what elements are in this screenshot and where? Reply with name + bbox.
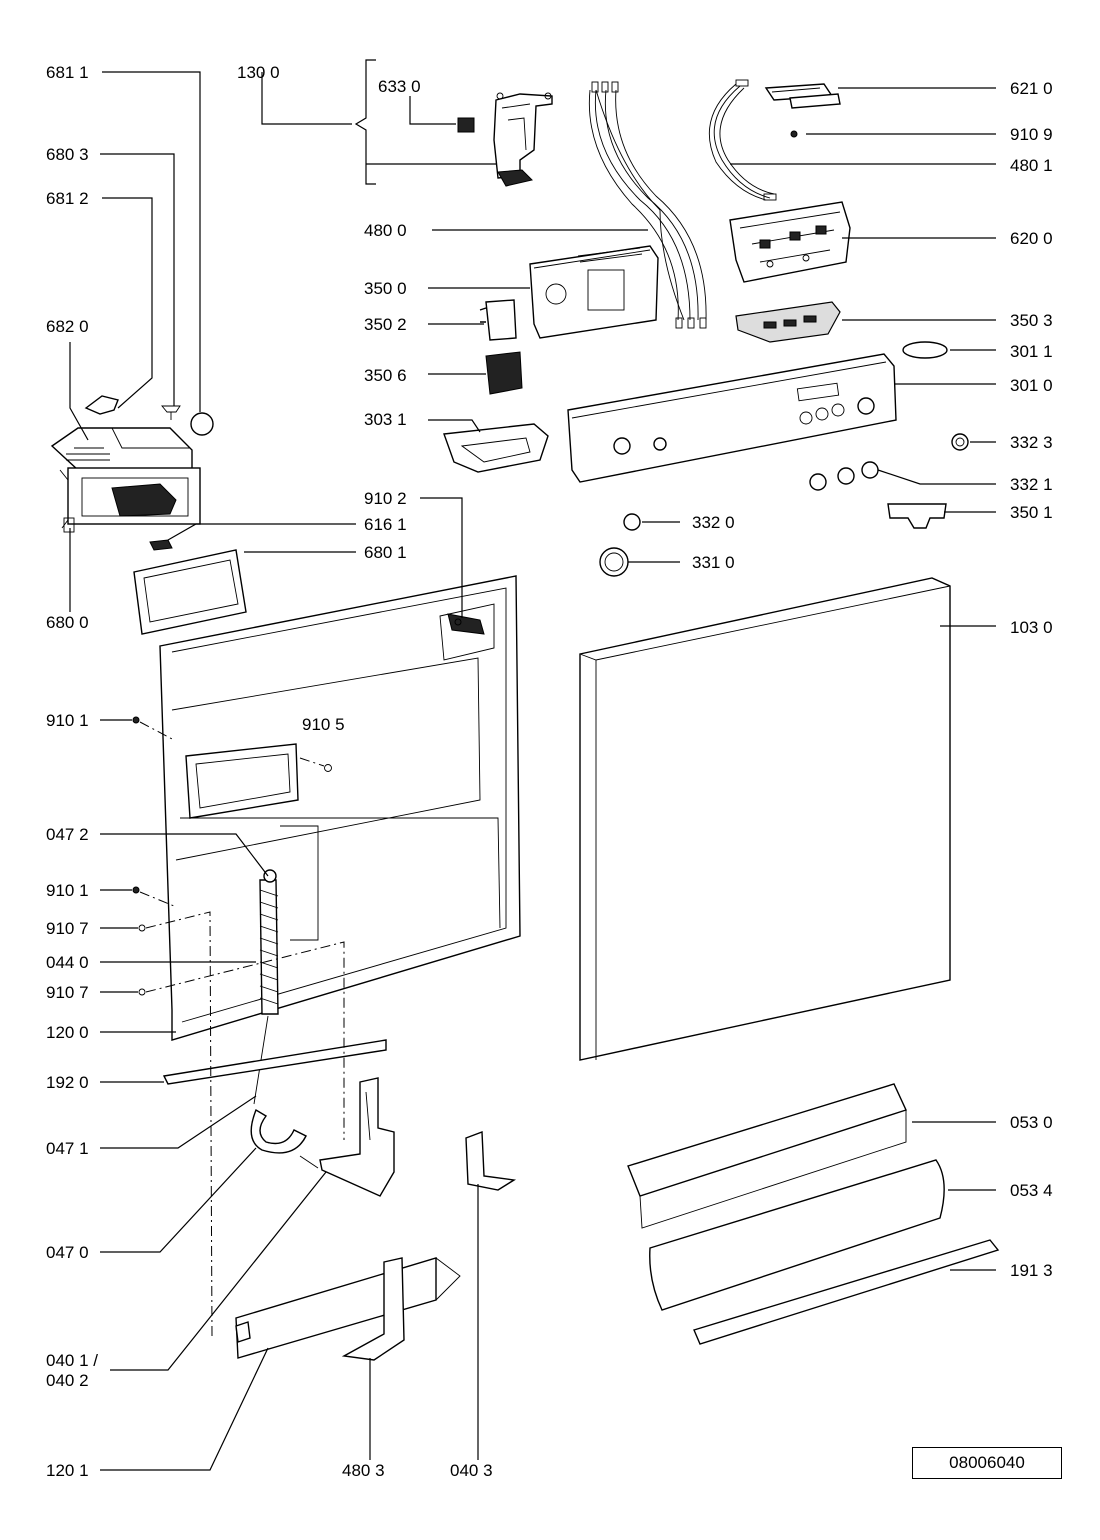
part-door-spring bbox=[253, 869, 279, 1105]
label-910-5: 910 5 bbox=[302, 715, 345, 734]
label-047-1: 047 1 bbox=[46, 1139, 89, 1158]
label-120-1: 120 1 bbox=[46, 1461, 89, 1480]
label-301-1: 301 1 bbox=[1010, 342, 1053, 361]
label-120-0: 120 0 bbox=[46, 1023, 89, 1042]
part-switch-350-2 bbox=[479, 299, 517, 341]
part-knob-332-0 bbox=[623, 513, 641, 531]
part-hinge-hook bbox=[250, 1108, 319, 1169]
assembly-dash-lines bbox=[139, 721, 345, 1337]
label-480-0: 480 0 bbox=[364, 221, 407, 240]
part-round-plug bbox=[190, 412, 214, 436]
part-display-lens bbox=[902, 341, 948, 359]
part-trim-053-4 bbox=[649, 1159, 945, 1311]
label-910-7-top: 910 7 bbox=[46, 919, 89, 938]
label-682-0: 682 0 bbox=[46, 317, 89, 336]
part-labels: 681 1 130 0 633 0 621 0 910 9 480 1 680 … bbox=[46, 63, 1053, 1480]
screw-marks bbox=[132, 618, 462, 996]
part-small-clip bbox=[161, 405, 181, 420]
part-control-module bbox=[529, 245, 659, 339]
part-dispenser-lid bbox=[84, 395, 119, 415]
label-350-6: 350 6 bbox=[364, 366, 407, 385]
label-103-0: 103 0 bbox=[1010, 618, 1053, 637]
label-350-0: 350 0 bbox=[364, 279, 407, 298]
label-681-2: 681 2 bbox=[46, 189, 89, 208]
leader-lines bbox=[69, 59, 996, 1471]
label-350-1: 350 1 bbox=[1010, 503, 1053, 522]
part-kick-plate bbox=[235, 1257, 461, 1359]
label-633-0: 633 0 bbox=[378, 77, 421, 96]
part-door-strip bbox=[162, 1039, 387, 1085]
part-small-bracket bbox=[149, 539, 173, 551]
label-910-7-bottom: 910 7 bbox=[46, 983, 89, 1002]
part-bracket-480-3 bbox=[341, 1257, 405, 1361]
part-channel-053-0 bbox=[627, 1083, 907, 1229]
label-910-1-top: 910 1 bbox=[46, 711, 89, 730]
label-332-1: 332 1 bbox=[1010, 475, 1053, 494]
label-053-4: 053 4 bbox=[1010, 1181, 1053, 1200]
part-detergent-dispenser bbox=[50, 427, 201, 533]
part-bracket-040-3 bbox=[465, 1131, 517, 1191]
part-connector-block bbox=[764, 83, 841, 109]
part-dispenser-gasket bbox=[133, 549, 247, 635]
part-hinge-bracket bbox=[319, 1077, 395, 1197]
label-910-1-bottom: 910 1 bbox=[46, 881, 89, 900]
label-680-0: 680 0 bbox=[46, 613, 89, 632]
label-350-2: 350 2 bbox=[364, 315, 407, 334]
part-wiring-harness bbox=[588, 81, 707, 329]
label-332-0: 332 0 bbox=[692, 513, 735, 532]
label-303-1: 303 1 bbox=[364, 410, 407, 429]
part-control-panel bbox=[567, 353, 897, 483]
part-control-bracket bbox=[729, 201, 851, 283]
label-130-0: 130 0 bbox=[237, 63, 280, 82]
label-053-0: 053 0 bbox=[1010, 1113, 1053, 1132]
label-040-3: 040 3 bbox=[450, 1461, 493, 1480]
part-knob-332-3 bbox=[951, 433, 969, 451]
label-331-0: 331 0 bbox=[692, 553, 735, 572]
label-040-2: 040 2 bbox=[46, 1371, 89, 1390]
label-332-3: 332 3 bbox=[1010, 433, 1053, 452]
label-480-1: 480 1 bbox=[1010, 156, 1053, 175]
part-seal-191-3 bbox=[693, 1239, 1000, 1345]
part-outer-door bbox=[579, 577, 951, 1061]
label-192-0: 192 0 bbox=[46, 1073, 89, 1092]
label-350-3: 350 3 bbox=[1010, 311, 1053, 330]
part-inner-door bbox=[159, 575, 521, 1041]
label-047-2: 047 2 bbox=[46, 825, 89, 844]
label-616-1: 616 1 bbox=[364, 515, 407, 534]
part-ring-331-0 bbox=[599, 547, 629, 577]
label-680-3: 680 3 bbox=[46, 145, 89, 164]
label-191-3: 191 3 bbox=[1010, 1261, 1053, 1280]
label-040-1: 040 1 / bbox=[46, 1351, 98, 1370]
label-621-0: 621 0 bbox=[1010, 79, 1053, 98]
label-910-9: 910 9 bbox=[1010, 125, 1053, 144]
part-door-lock bbox=[457, 92, 553, 187]
label-480-3: 480 3 bbox=[342, 1461, 385, 1480]
part-wiring-bundle bbox=[708, 79, 777, 201]
label-047-0: 047 0 bbox=[46, 1243, 89, 1262]
label-681-1: 681 1 bbox=[46, 63, 89, 82]
label-301-0: 301 0 bbox=[1010, 376, 1053, 395]
label-044-0: 044 0 bbox=[46, 953, 89, 972]
label-910-2: 910 2 bbox=[364, 489, 407, 508]
drawing-code: 08006040 bbox=[912, 1447, 1062, 1479]
part-keypad bbox=[735, 301, 841, 343]
label-620-0: 620 0 bbox=[1010, 229, 1053, 248]
part-holder bbox=[443, 423, 549, 473]
part-relay bbox=[485, 351, 523, 395]
label-680-1: 680 1 bbox=[364, 543, 407, 562]
part-screw-9109 bbox=[790, 130, 798, 138]
part-clip-350-1 bbox=[887, 503, 947, 529]
part-knobs-332-1 bbox=[809, 461, 879, 491]
